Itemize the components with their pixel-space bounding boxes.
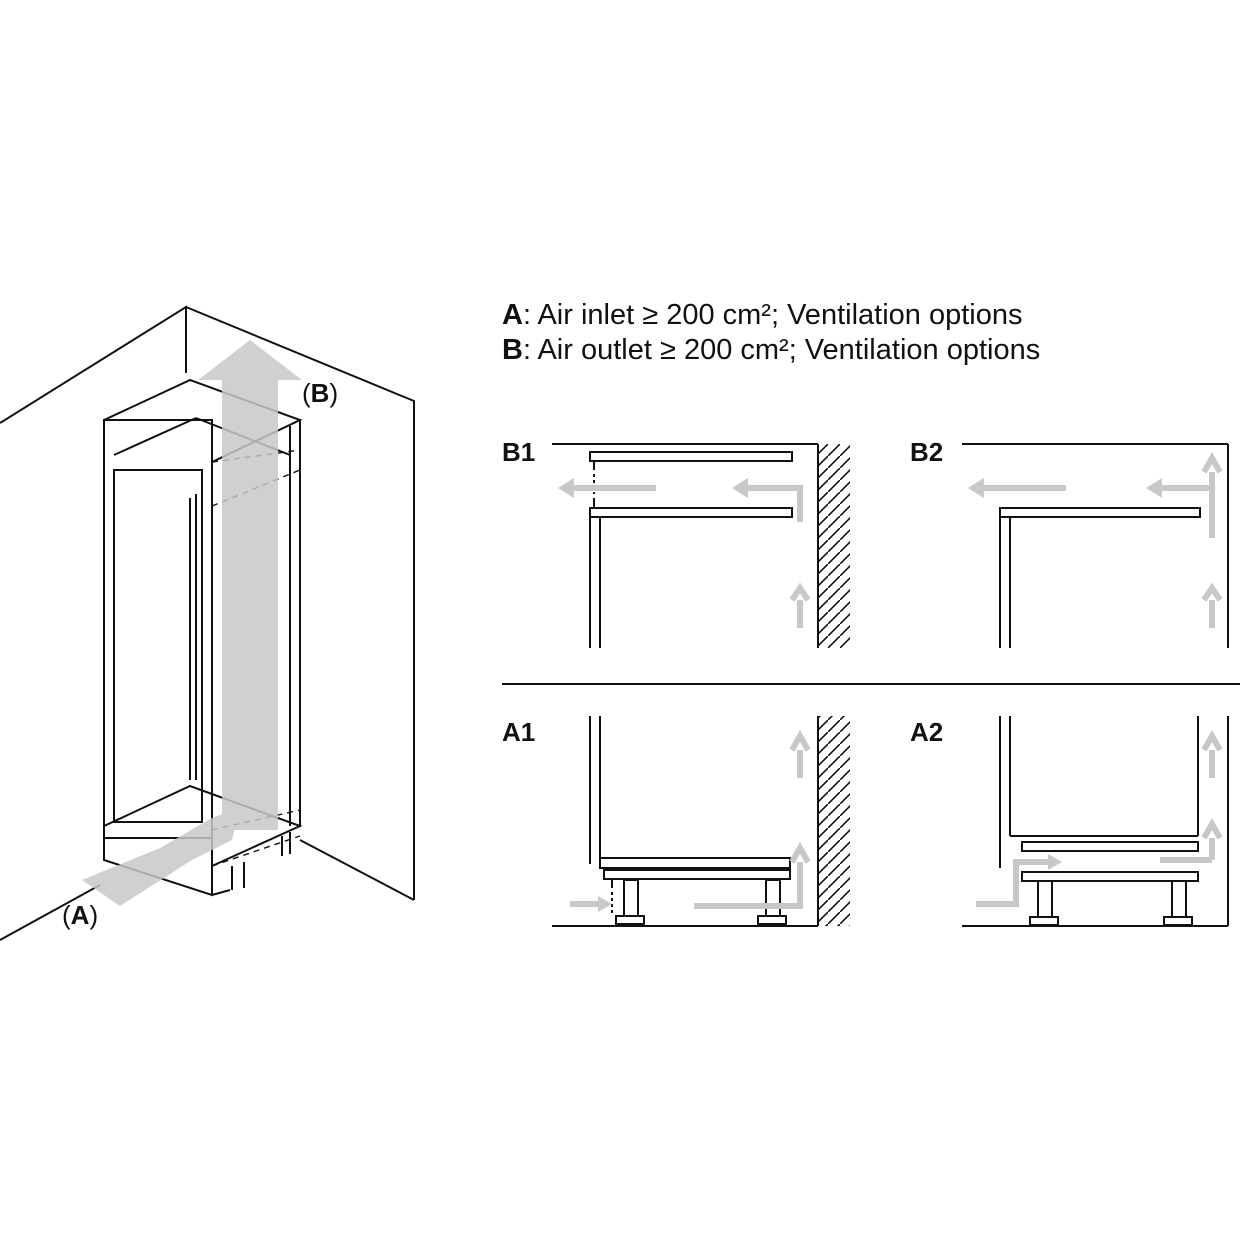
label-inlet-key: A <box>70 900 90 930</box>
panel-a2-arrows <box>976 729 1223 907</box>
airflow-arrows-niche <box>82 340 302 906</box>
legend-outlet: B: Air outlet ≥ 200 cm²; Ventilation opt… <box>502 333 1040 368</box>
legend-outlet-key: B <box>502 334 523 366</box>
panel-b1-arrows <box>558 478 811 628</box>
legend: A: Air inlet ≥ 200 cm²; Ventilation opti… <box>502 298 1040 368</box>
label-outlet: (B) <box>302 378 339 408</box>
panel-b2 <box>962 443 1229 648</box>
panel-a2 <box>962 716 1229 927</box>
wall-left <box>0 305 187 424</box>
wall-right <box>185 306 415 900</box>
panel-a1-arrows <box>570 729 811 912</box>
label-inlet: (A) <box>62 900 99 930</box>
niche-illustration <box>0 305 415 941</box>
label-b1: B1 <box>502 437 536 467</box>
label-b2: B2 <box>910 437 944 467</box>
legend-inlet: A: Air inlet ≥ 200 cm²; Ventilation opti… <box>502 298 1040 333</box>
legend-outlet-text: : Air outlet ≥ 200 cm²; Ventilation opti… <box>522 334 1041 366</box>
legend-inlet-text: : Air inlet ≥ 200 cm²; Ventilation optio… <box>522 299 1023 331</box>
label-a1: A1 <box>502 717 536 747</box>
panel-a1 <box>552 716 850 927</box>
label-a2: A2 <box>910 717 944 747</box>
air-in-arrow <box>82 808 240 906</box>
label-outlet-key: B <box>310 378 330 408</box>
panel-b2-arrows <box>968 451 1223 628</box>
panel-b1 <box>552 443 850 648</box>
legend-inlet-key: A <box>502 299 523 331</box>
cabinet-front <box>103 419 213 839</box>
air-up-arrow <box>198 340 302 830</box>
